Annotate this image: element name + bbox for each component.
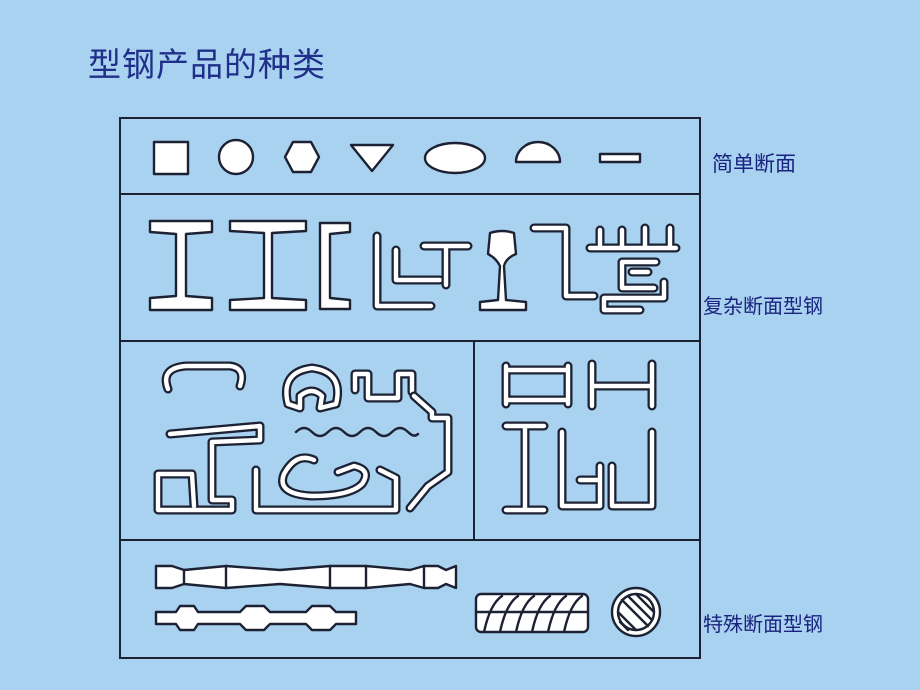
box-section <box>501 361 573 409</box>
simple-sections-row <box>152 138 642 176</box>
welded-sections-group <box>501 359 657 515</box>
periodic-bar-long <box>154 564 458 590</box>
half-round-section <box>514 140 562 164</box>
special-sections-row <box>154 564 662 638</box>
wide-flange-section <box>587 359 657 411</box>
complex-section-label: 复杂断面型钢 <box>703 294 823 318</box>
round-ribbed-bar <box>610 586 662 638</box>
flat-section <box>598 152 642 164</box>
hexagon-section <box>283 140 321 174</box>
i-beam-section <box>148 219 214 312</box>
bent-sections-group <box>153 361 453 515</box>
ribbed-rebar <box>474 592 590 634</box>
tray-section <box>251 465 401 515</box>
rail-section <box>478 229 528 312</box>
double-angle-section <box>557 427 657 511</box>
page-title: 型钢产品的种类 <box>88 45 326 84</box>
complex-sections-row <box>148 219 681 315</box>
welded-i-section <box>501 421 549 515</box>
triangle-section <box>349 143 395 173</box>
window-frame-section <box>585 223 681 315</box>
lipped-channel-section <box>350 369 417 403</box>
simple-section-label: 简单断面 <box>712 152 796 176</box>
periodic-bar-short <box>154 604 358 632</box>
special-section-label: 特殊断面型钢 <box>703 612 823 636</box>
square-section <box>152 140 190 176</box>
h-beam-section <box>228 219 308 312</box>
corrugated-section <box>294 426 420 438</box>
channel-section <box>318 221 352 311</box>
diagram-frame <box>119 117 701 659</box>
round-section <box>217 138 255 176</box>
z-bent-section <box>405 391 453 513</box>
oval-section <box>423 141 487 175</box>
unequal-angle-section <box>391 245 445 285</box>
